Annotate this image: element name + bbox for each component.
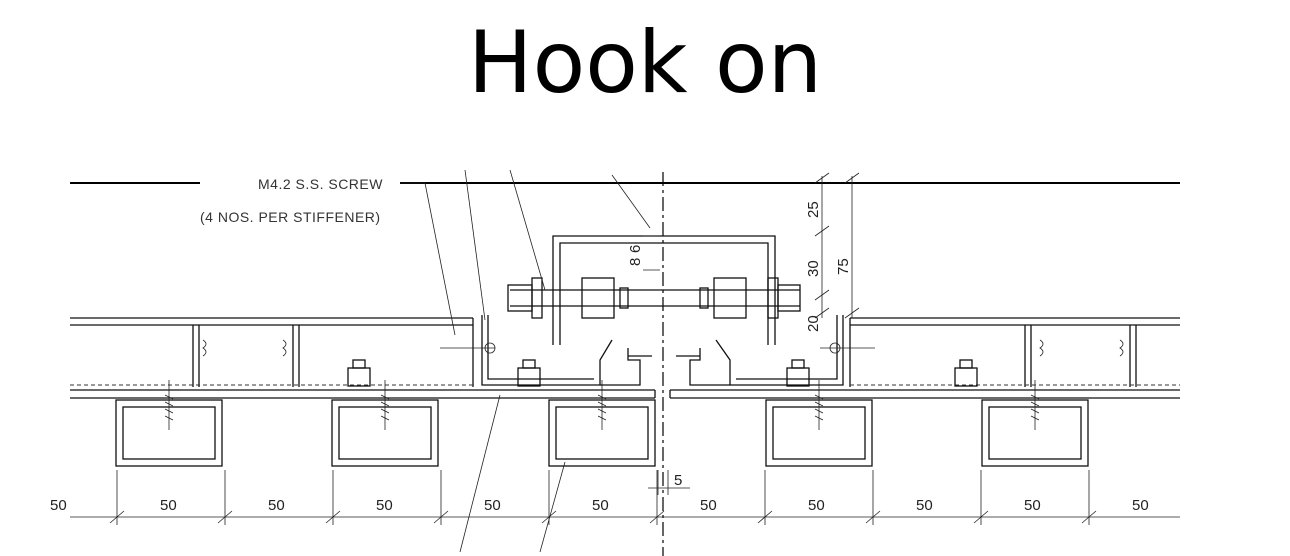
dim-label: 50 [1132,497,1149,514]
right-panel [849,317,1180,387]
gap-dim-5: 5 [674,472,682,489]
dim-label: 50 [376,497,393,514]
edge-screws [440,342,875,354]
bolt-assembly [507,277,801,319]
bottom-dim-line [70,470,1180,525]
left-panel [70,317,474,387]
left-hook-bracket [481,315,652,386]
dim-8: 8 [627,258,644,266]
anchor-nuts [347,359,978,387]
slide-title: Hook on [467,13,823,113]
leaders [400,169,651,553]
dim-20: 20 [805,315,822,332]
right-hook-bracket [676,315,844,386]
dim-label: 50 [160,497,177,514]
screw-note-line2: (4 NOS. PER STIFFENER) [200,209,381,225]
screw-note-line1: M4.2 S.S. SCREW [258,176,383,192]
dim-label: 50 [1024,497,1041,514]
screws [164,380,1040,430]
dim-label: 50 [268,497,285,514]
dim-label: 50 [592,497,609,514]
dim-label: 50 [916,497,933,514]
dim-30: 30 [805,260,822,277]
dim-label: 50 [808,497,825,514]
dim-25: 25 [805,201,822,218]
dim-label: 50 [700,497,717,514]
dim-6: 6 [627,245,644,253]
dim-75: 75 [835,258,852,275]
dim-label: 50 [50,497,67,514]
vertical-dims [643,172,860,319]
dim-label: 50 [484,497,501,514]
